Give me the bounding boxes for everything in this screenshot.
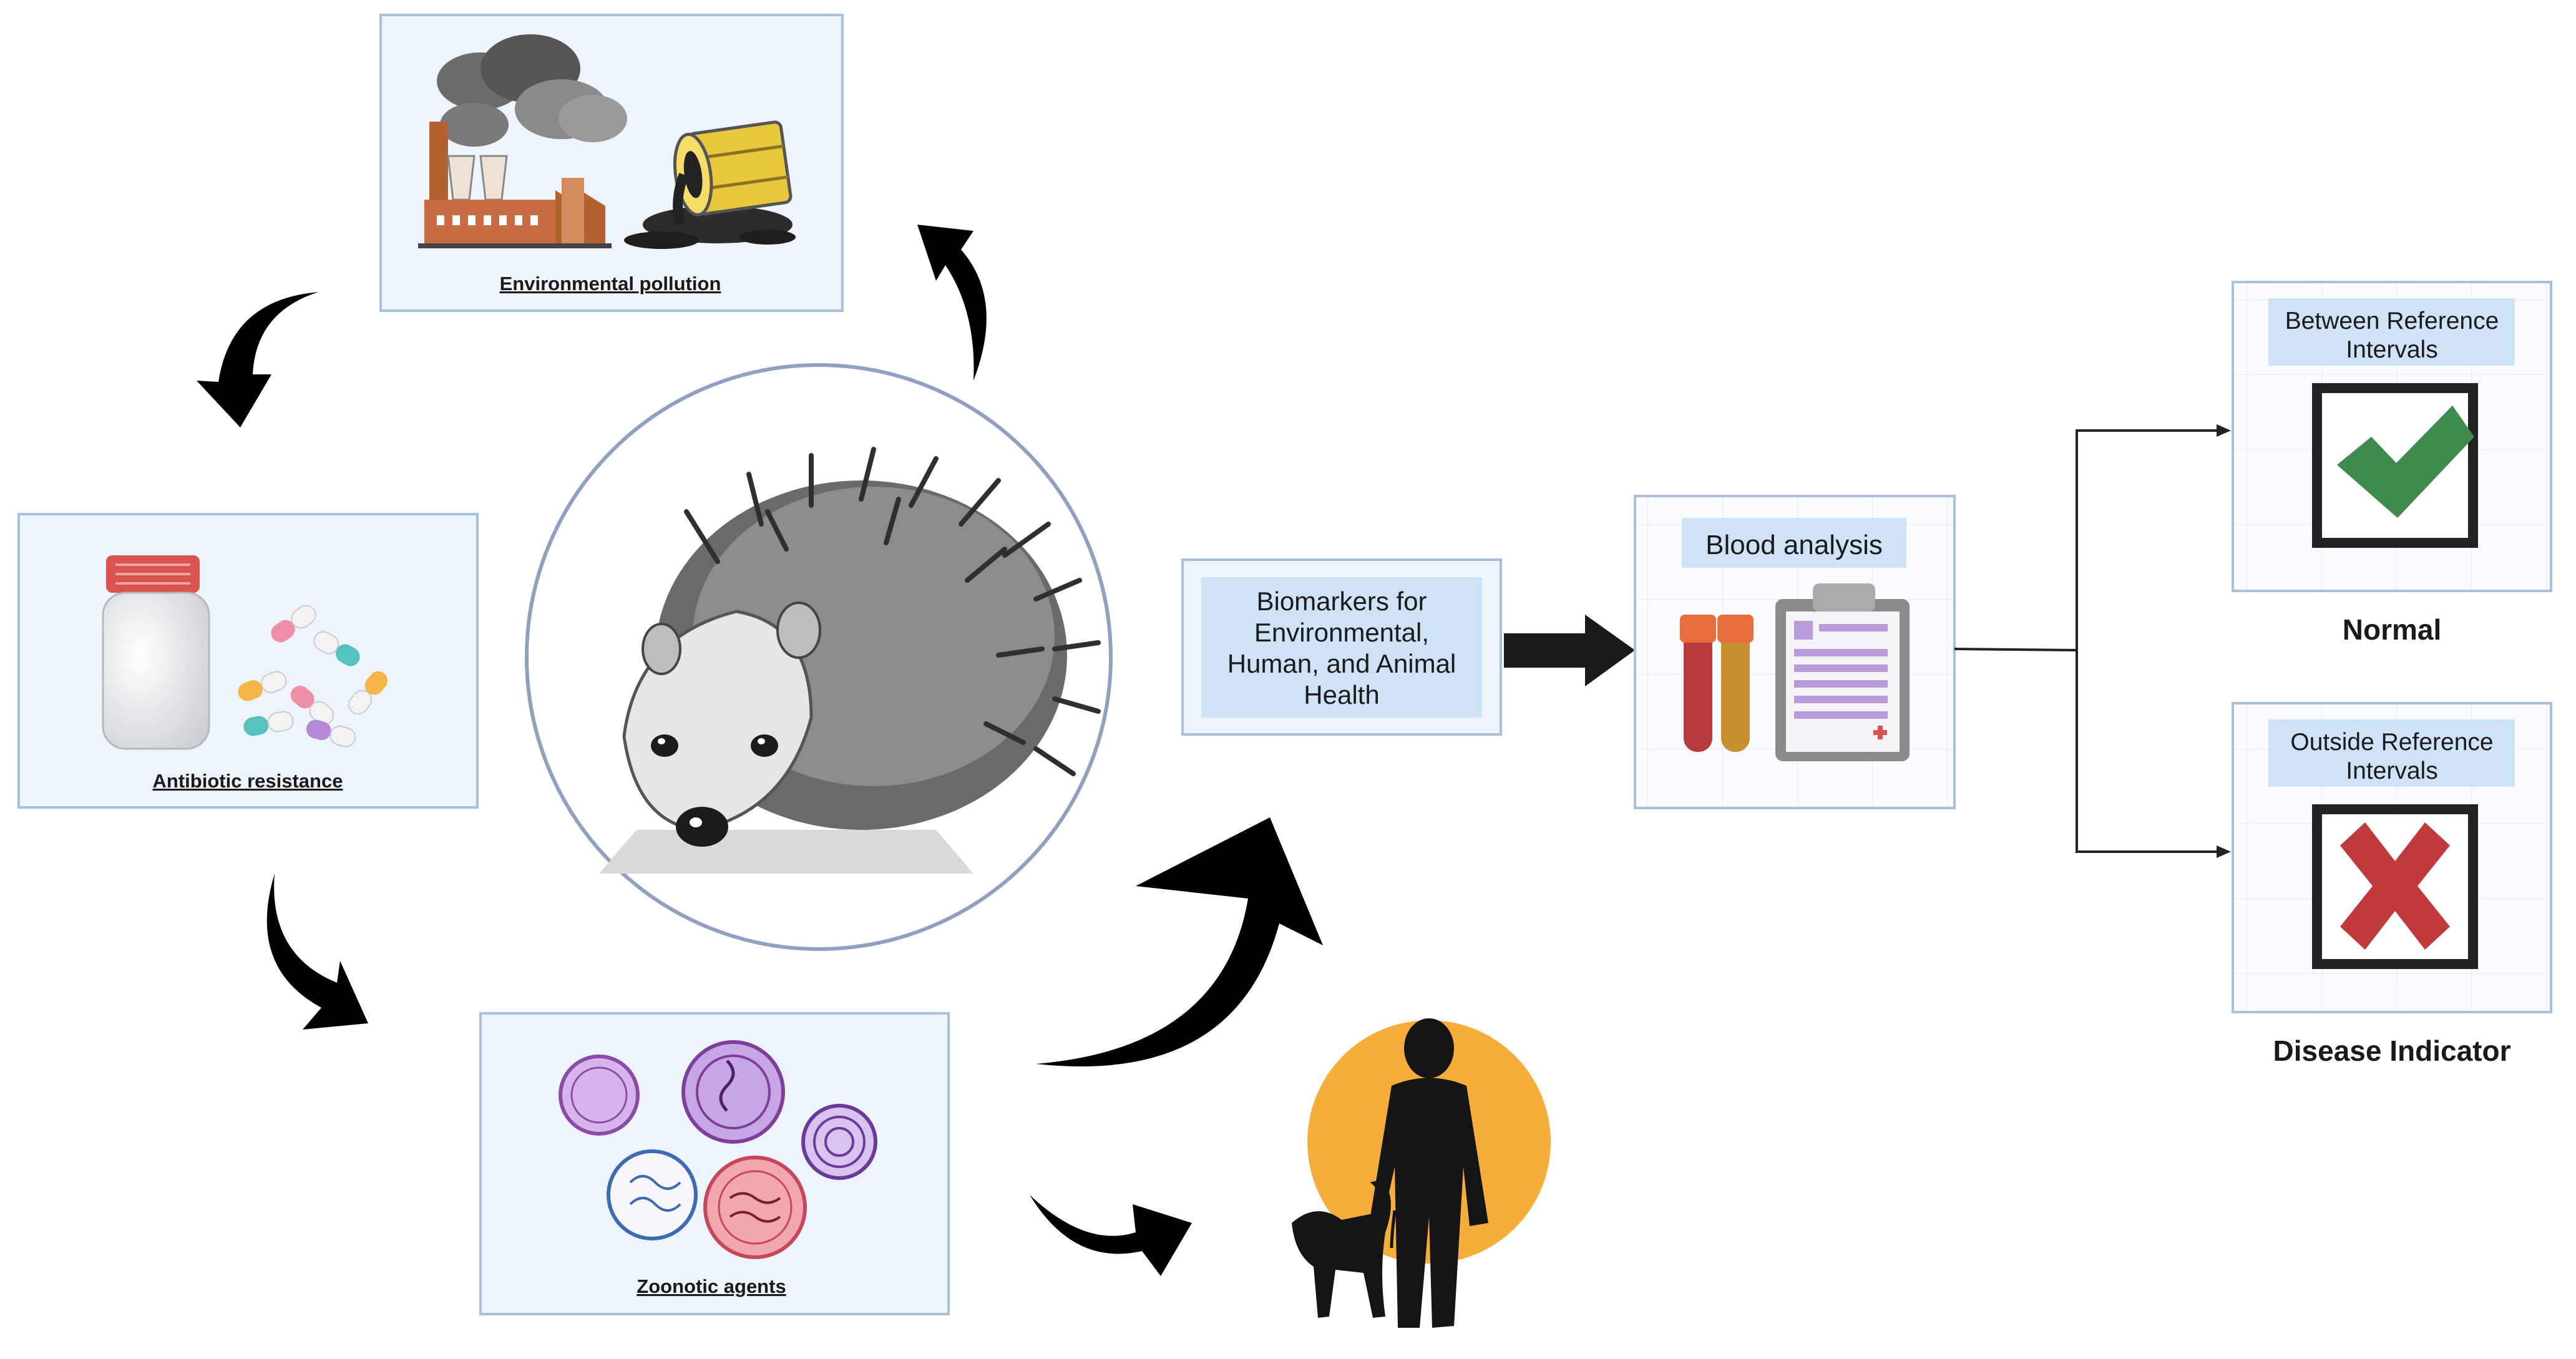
connector-arrowhead: [2217, 845, 2231, 858]
normal-box-text-line: Between Reference: [2285, 308, 2499, 334]
connector-lines: [1954, 429, 2222, 853]
biomarkers-text-line: Health: [1304, 680, 1379, 709]
cycle-arrow: [197, 292, 318, 427]
cross-icon: [2340, 822, 2450, 950]
antibiotic-resistance-caption: Antibiotic resistance: [153, 770, 343, 792]
cycle-arrow: [1030, 1195, 1192, 1276]
disease-box-text-line: Intervals: [2346, 757, 2437, 784]
blood-analysis-box: Blood analysis: [1634, 495, 1956, 809]
normal-outcome-box: Between Reference Intervals: [2232, 281, 2552, 592]
zoonotic-agents-caption: Zoonotic agents: [637, 1275, 786, 1297]
blood-analysis-label: Blood analysis: [1705, 530, 1883, 560]
pill-bottle-icon: [102, 555, 210, 750]
zoonotic-agents-panel: Zoonotic agents: [479, 1012, 950, 1315]
blood-tubes-icon: [1680, 615, 1754, 752]
virus-icon: [703, 1156, 807, 1259]
cycle-arrow: [266, 874, 368, 1030]
disease-indicator-label: Disease Indicator: [2273, 1035, 2511, 1067]
human-and-dog-icon: [1292, 1018, 1551, 1328]
cycle-arrow: [1036, 817, 1323, 1067]
antibiotic-resistance-panel: Antibiotic resistance: [17, 513, 479, 809]
virus-icon: [681, 1040, 785, 1144]
capsules-icon: [238, 605, 388, 748]
biomarkers-text-line: Human, and Animal: [1227, 649, 1456, 678]
disease-box-text-line: Outside Reference: [2290, 729, 2493, 756]
biomarkers-text-line: Environmental,: [1254, 618, 1429, 647]
normal-label: Normal: [2343, 613, 2441, 646]
virus-icon: [801, 1104, 877, 1180]
cycle-arrow: [917, 225, 987, 381]
normal-box-text-line: Intervals: [2346, 336, 2437, 363]
disease-outcome-box: Outside Reference Intervals: [2232, 702, 2552, 1013]
connector-arrowhead: [2217, 424, 2231, 437]
biomarkers-box: Biomarkers for Environmental, Human, and…: [1181, 558, 1502, 736]
hedgehog-icon: [599, 447, 1101, 874]
oil-spill-icon: [624, 120, 796, 249]
environmental-pollution-caption: Environmental pollution: [500, 273, 721, 295]
clipboard-icon: [1775, 583, 1910, 761]
biomarkers-text-line: Biomarkers for: [1256, 587, 1427, 616]
virus-icon: [607, 1149, 698, 1240]
checkmark-icon: [2337, 406, 2474, 518]
factory-icon: [418, 34, 627, 248]
environmental-pollution-panel: Environmental pollution: [379, 14, 844, 312]
virus-icon: [559, 1055, 640, 1136]
hedgehog-circle: [525, 363, 1113, 951]
flow-arrow: [1504, 615, 1635, 686]
